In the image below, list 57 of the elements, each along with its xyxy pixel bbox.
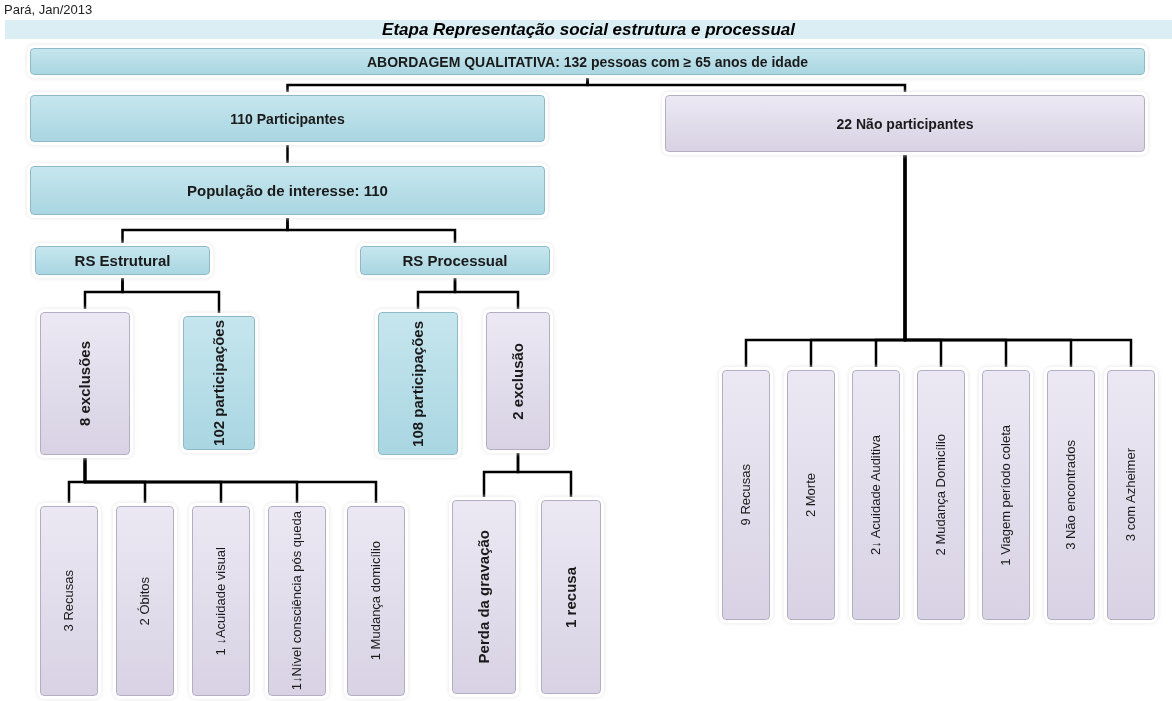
box-label: RS Estrutural: [74, 252, 171, 269]
detail-box: [192, 506, 250, 696]
detail-box: [665, 95, 1145, 152]
category-box: [30, 95, 545, 142]
box-label: Perda da gravação: [475, 530, 493, 664]
box-label: 1 ↓Acuidade visual: [213, 546, 229, 656]
detail-box: [722, 370, 770, 620]
connector-line: [83, 455, 378, 506]
detail-box: [917, 370, 965, 620]
detail-box: [852, 370, 900, 620]
detail-box: [40, 312, 130, 455]
box-label: 2 Morte: [803, 472, 819, 518]
box-label: 1 recusa: [562, 566, 580, 628]
box-label: 3 Recusas: [61, 570, 77, 632]
box-label: 2 Mudança Domicílio: [933, 434, 949, 556]
detail-box: [347, 506, 405, 696]
box-label: 102 participações: [210, 320, 228, 446]
box-label: 3 Não encontrados: [1063, 440, 1079, 550]
category-box: [378, 312, 458, 455]
detail-box: [116, 506, 174, 696]
detail-box: [452, 500, 516, 694]
box-label: 2↓ Acuidade Auditiva: [868, 435, 884, 555]
connector-line: [286, 215, 457, 246]
box-label: 110 Participantes: [230, 110, 345, 127]
box-label: 2 exclusão: [509, 342, 527, 420]
category-box: [35, 246, 210, 275]
detail-box: [268, 506, 326, 696]
detail-box: [982, 370, 1030, 620]
box-label: 22 Não participantes: [836, 115, 974, 132]
box-label: 9 Recusas: [738, 464, 754, 526]
box-label: 1↓Nível consciência pós queda: [289, 511, 305, 691]
box-label: 1 Mudança domicílio: [368, 541, 384, 661]
connector-line: [516, 450, 573, 500]
box-label: ABORDAGEM QUALITATIVA: 132 pessoas com ≥ 65 anos de idade: [367, 53, 808, 70]
box-label: 2 Óbitos: [137, 576, 153, 626]
detail-box: [486, 312, 550, 450]
connector-line: [453, 275, 520, 312]
detail-box: [1047, 370, 1095, 620]
connector-line: [903, 152, 1133, 370]
category-box: [360, 246, 550, 275]
box-label: RS Processual: [402, 252, 508, 269]
box-label: 1 Viagem período coleta: [998, 424, 1014, 566]
detail-box: [40, 506, 98, 696]
title-banner: Etapa Representação social estrutura e processual: [5, 20, 1172, 39]
box-label: 108 participações: [409, 320, 427, 447]
detail-box: [787, 370, 835, 620]
box-label: 3 com Azheimer: [1123, 448, 1139, 542]
box-label: População de interesse: 110: [187, 182, 388, 199]
box-label: 8 exclusões: [76, 340, 94, 427]
category-box: [183, 316, 255, 450]
category-box: [30, 166, 545, 215]
connector-line: [121, 275, 221, 316]
category-box: [30, 48, 1145, 75]
detail-box: [1107, 370, 1155, 620]
connector-line: [586, 75, 907, 95]
detail-box: [541, 500, 601, 694]
date-note: Pará, Jan/2013: [4, 2, 93, 17]
